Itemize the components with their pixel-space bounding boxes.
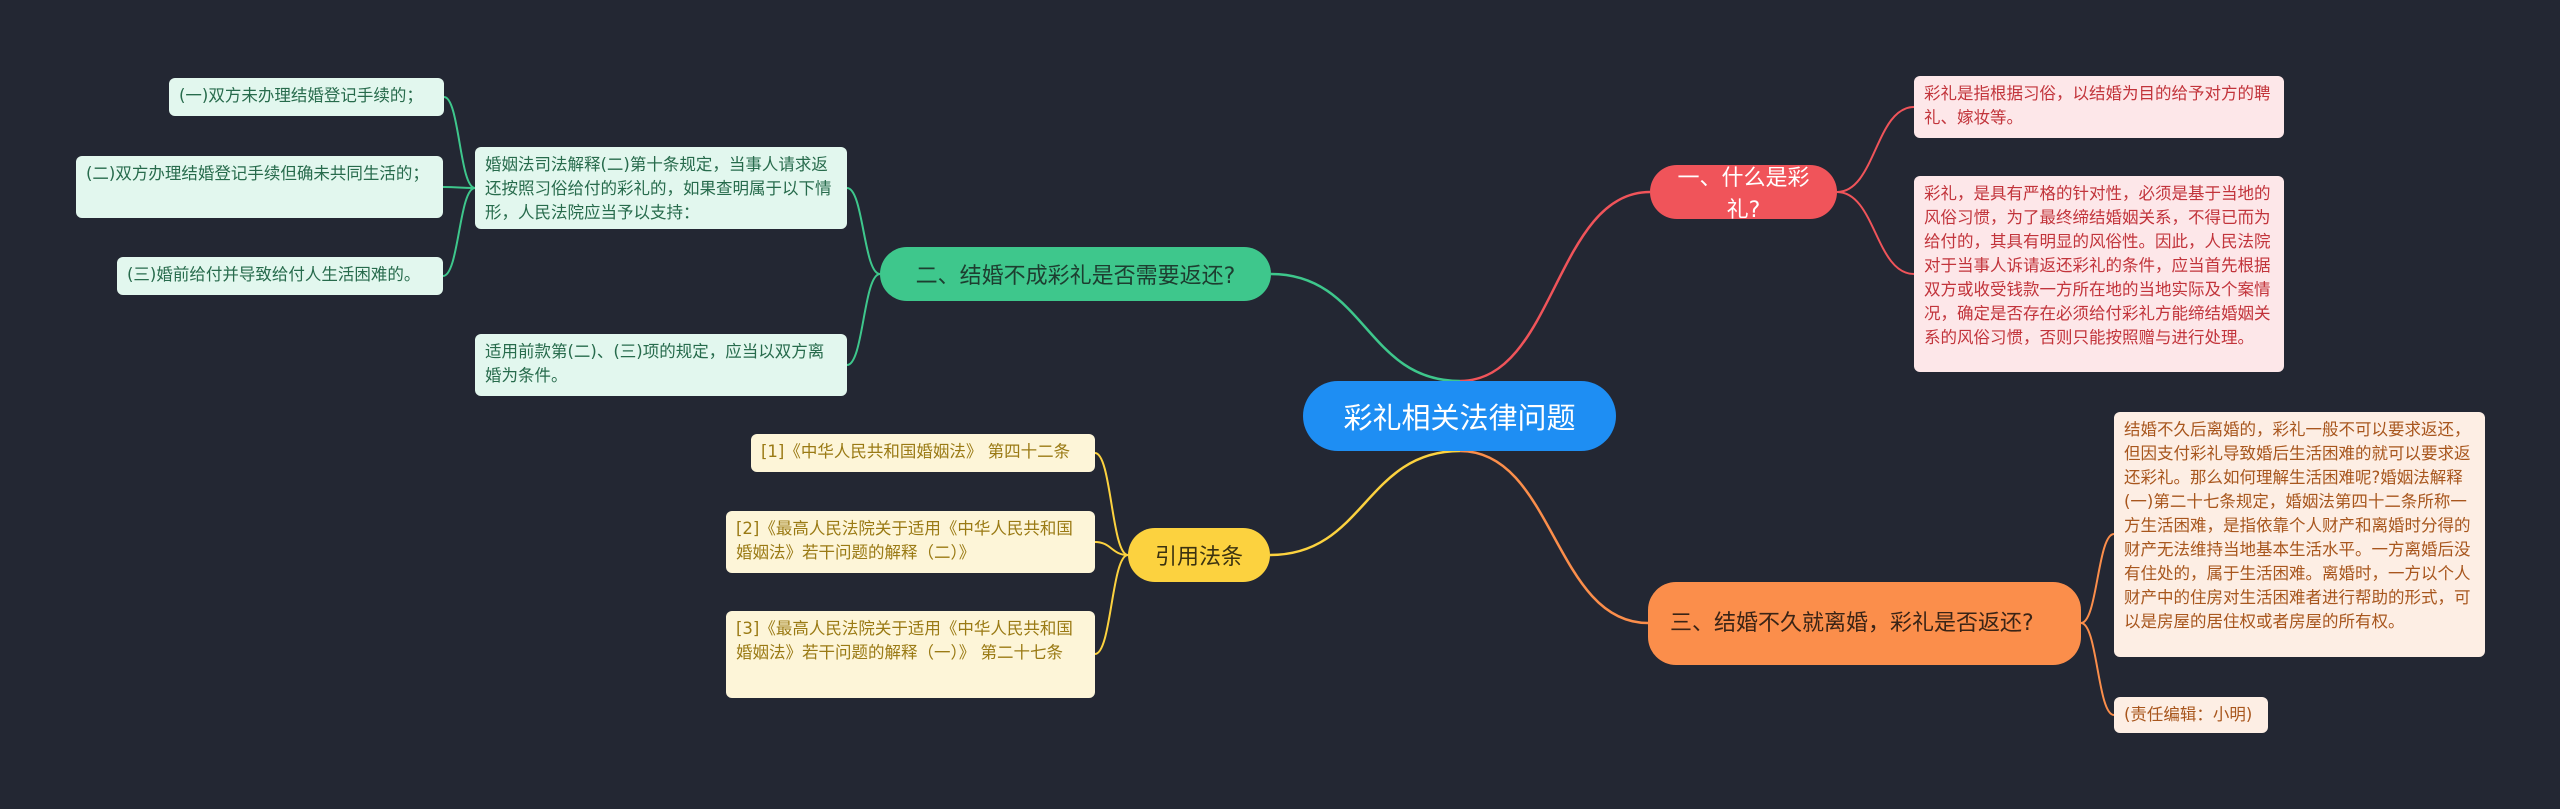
edge-b1-l1	[1836, 106, 1915, 193]
leaf-custom-requirement[interactable]: 彩礼，是具有严格的针对性，必须是基于当地的风俗习惯，为了最终缔结婚姻关系，不得已…	[1914, 176, 2284, 372]
leaf-item-two[interactable]: (二)双方办理结婚登记手续但确未共同生活的；	[76, 156, 443, 218]
edge-b2-s1	[443, 96, 476, 189]
edge-root-b4	[1269, 449, 1461, 557]
leaf-law-3[interactable]: [3]《最高人民法院关于适用《中华人民共和国婚姻法》若干问题的解释（一）》 第二…	[726, 611, 1095, 698]
edge-b4-l1	[1094, 452, 1129, 556]
branch-divorce-soon-after[interactable]: 三、结婚不久就离婚，彩礼是否返还?	[1648, 582, 2081, 665]
leaf-law-2[interactable]: [2]《最高人民法院关于适用《中华人民共和国婚姻法》若干问题的解释（二）》	[726, 511, 1095, 573]
edge-b4-l3	[1094, 554, 1129, 655]
edge-b2-l1	[846, 187, 881, 275]
edge-root-b3	[1459, 449, 1649, 625]
edge-root-b2	[1270, 272, 1461, 383]
branch-return-if-not-married[interactable]: 二、结婚不成彩礼是否需要返还?	[880, 247, 1271, 301]
edge-b2-s3	[442, 187, 476, 277]
leaf-law-1[interactable]: [1]《中华人民共和国婚姻法》 第四十二条	[751, 434, 1095, 472]
edge-b3-l2	[2080, 622, 2115, 716]
leaf-definition[interactable]: 彩礼是指根据习俗，以结婚为目的给予对方的聘礼、嫁妆等。	[1914, 76, 2284, 138]
edge-root-b1	[1459, 190, 1651, 383]
leaf-item-three[interactable]: (三)婚前给付并导致给付人生活困难的。	[117, 257, 443, 295]
edge-b2-s2	[442, 186, 476, 189]
branch-cited-laws[interactable]: 引用法条	[1128, 528, 1270, 582]
leaf-living-difficulty[interactable]: 结婚不久后离婚的，彩礼一般不可以要求返还，但因支付彩礼导致婚后生活困难的就可以要…	[2114, 412, 2485, 657]
edge-b3-l1	[2080, 533, 2115, 624]
leaf-item-one[interactable]: (一)双方未办理结婚登记手续的；	[169, 78, 444, 116]
leaf-judicial-interpretation[interactable]: 婚姻法司法解释(二)第十条规定，当事人请求返还按照习俗给付的彩礼的，如果查明属于…	[475, 147, 847, 229]
edge-b1-l2	[1836, 191, 1915, 275]
edge-b4-l2	[1094, 541, 1129, 556]
root-topic[interactable]: 彩礼相关法律问题	[1303, 381, 1616, 451]
branch-what-is-bride-price[interactable]: 一、什么是彩礼?	[1650, 165, 1837, 223]
edge-b2-l2	[846, 273, 881, 366]
leaf-editor[interactable]: (责任编辑：小明)	[2114, 697, 2268, 733]
leaf-divorce-condition[interactable]: 适用前款第(二)、(三)项的规定，应当以双方离婚为条件。	[475, 334, 847, 396]
